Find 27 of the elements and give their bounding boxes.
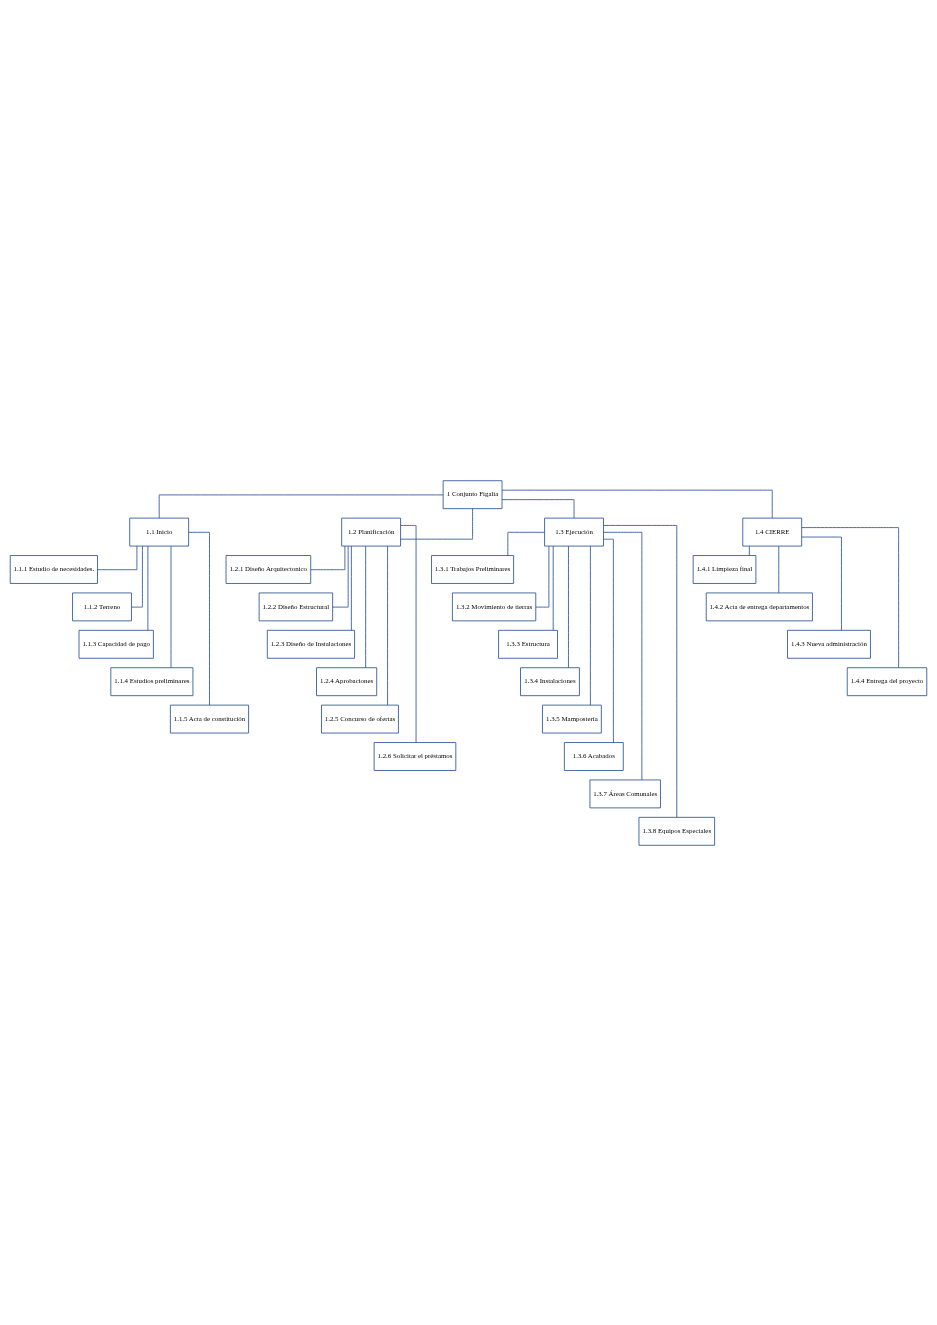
connector: [568, 545, 569, 668]
connector: [748, 545, 750, 556]
connector: [603, 531, 643, 780]
connector: [188, 531, 210, 705]
connector: [535, 545, 550, 608]
connector: [310, 545, 346, 570]
connector: [400, 524, 417, 743]
connector: [365, 545, 367, 668]
connector: [603, 538, 614, 743]
connector: [97, 545, 138, 570]
connector: [501, 498, 575, 518]
connector: [400, 507, 473, 540]
connector: [801, 526, 900, 668]
connector: [801, 536, 842, 631]
connector: [603, 524, 678, 818]
connector: [131, 545, 143, 608]
connector: [332, 545, 349, 608]
connector: [170, 545, 172, 668]
connector: [507, 531, 545, 556]
connector: [350, 545, 352, 631]
connector: [387, 545, 388, 705]
connector: [589, 545, 591, 705]
connector: [147, 545, 149, 631]
connector: [501, 489, 773, 518]
connector: [552, 545, 554, 631]
connector: [778, 545, 780, 593]
connector: [158, 494, 444, 518]
